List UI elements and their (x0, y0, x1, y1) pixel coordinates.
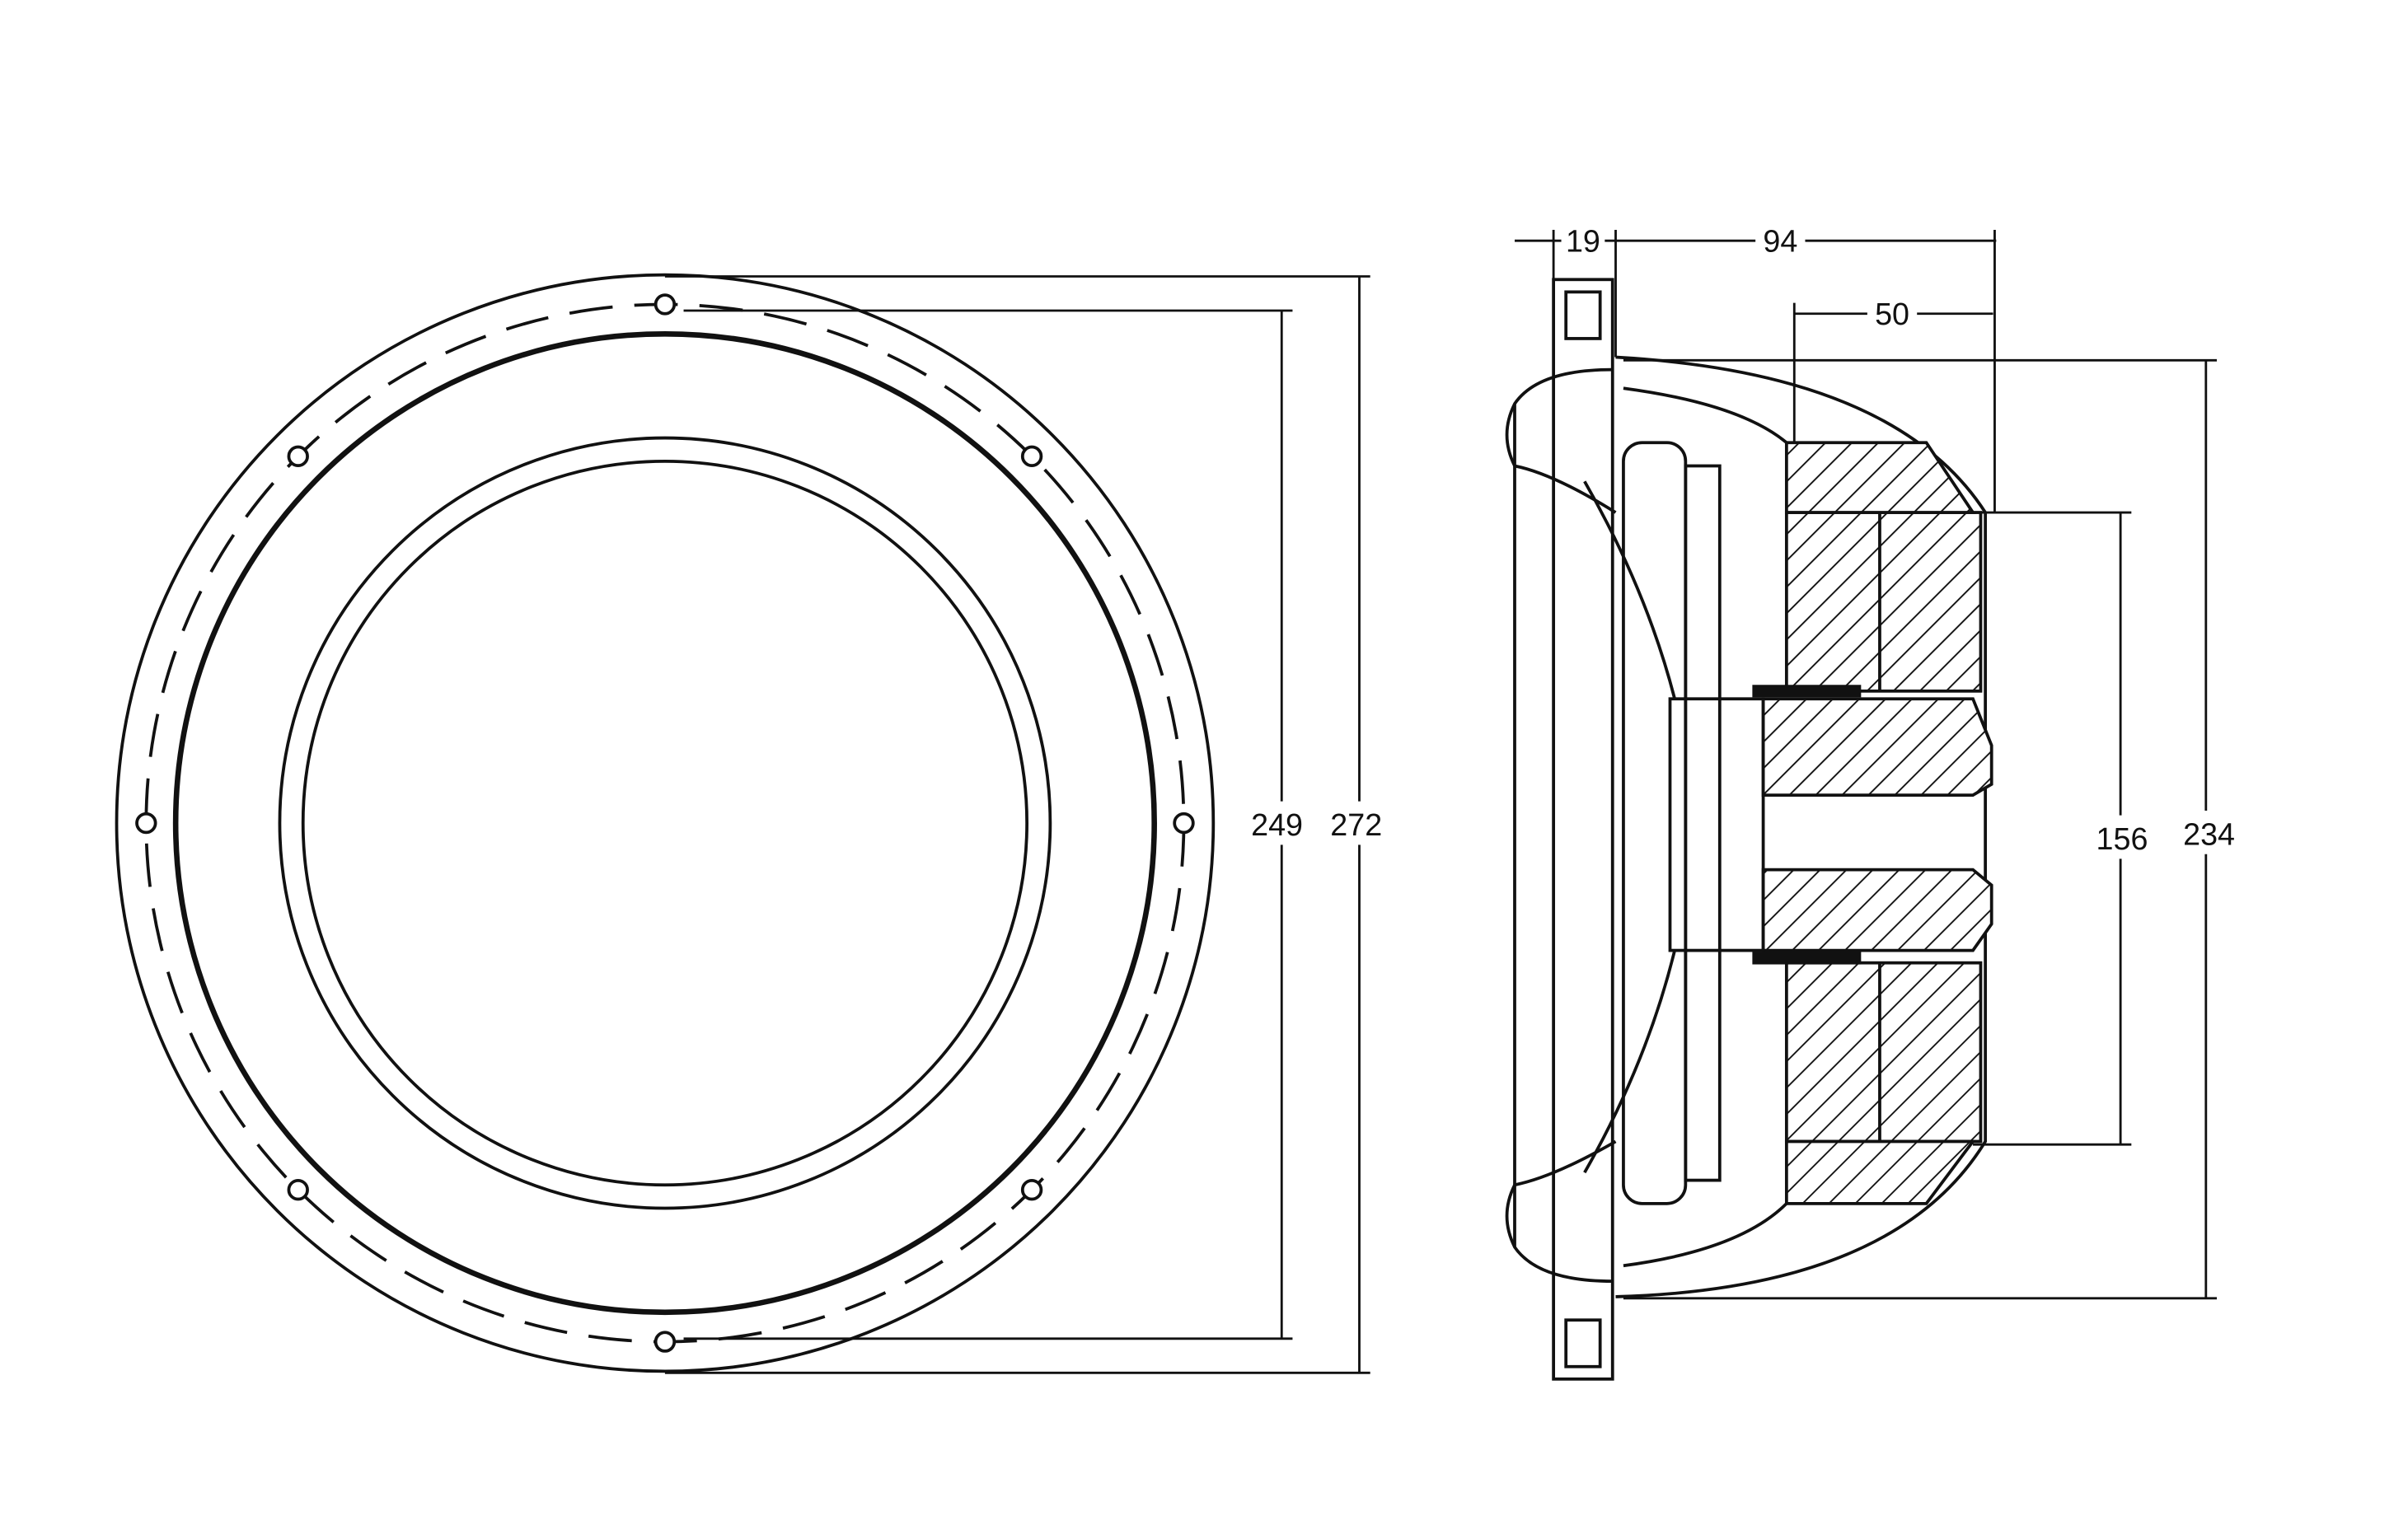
dim-272-label: 272 (1330, 807, 1382, 842)
magnet-top (1784, 511, 1983, 693)
basket-spokes (1623, 386, 1788, 1268)
surround-top (1505, 367, 1617, 514)
spider (1622, 441, 1688, 1205)
bolt-hole (1020, 445, 1043, 468)
bolt-hole (654, 1331, 677, 1353)
front-dimensions: 249 272 (664, 275, 1398, 1374)
side-dimensions: 19 94 50 156 234 (1514, 220, 2246, 1300)
dim-249-label: 249 (1251, 807, 1303, 842)
pole-upper (1761, 697, 1993, 797)
gasket-top (1564, 290, 1602, 340)
bolt-holes (135, 293, 1195, 1353)
dim-94-label: 94 (1763, 223, 1797, 258)
dim-156-label: 156 (2096, 821, 2148, 856)
side-view (1505, 278, 1993, 1381)
surround-bottom (1505, 1139, 1617, 1283)
front-view (115, 273, 1216, 1373)
dim-19-label: 19 (1566, 223, 1600, 258)
bolt-hole (287, 1179, 309, 1201)
outer-rim (115, 273, 1216, 1373)
gasket-bottom (1564, 1318, 1602, 1368)
cone-edge (301, 459, 1028, 1187)
cone (1583, 480, 1676, 1174)
pole-lower (1761, 868, 1993, 952)
bolt-hole (287, 445, 309, 468)
surround-outer (278, 436, 1052, 1210)
top-plate-upper (1784, 441, 1976, 514)
gap-lower (1752, 952, 1862, 965)
dust-cap-pole (1668, 697, 1765, 952)
bolt-hole (135, 812, 157, 835)
basket (1615, 355, 1988, 1298)
gap-upper (1752, 685, 1862, 698)
frame-edge (172, 330, 1157, 1316)
bolt-hole (1020, 1179, 1043, 1201)
mounting-flange (1552, 278, 1614, 1381)
bolt-hole (1173, 812, 1195, 835)
bolt-hole (654, 293, 677, 316)
dim-234-label: 234 (2183, 816, 2235, 851)
dim-50-label: 50 (1875, 297, 1909, 331)
top-plate-lower (1784, 1139, 1976, 1205)
magnet-bottom (1784, 961, 1983, 1144)
voice-coil-former (1684, 464, 1722, 1182)
